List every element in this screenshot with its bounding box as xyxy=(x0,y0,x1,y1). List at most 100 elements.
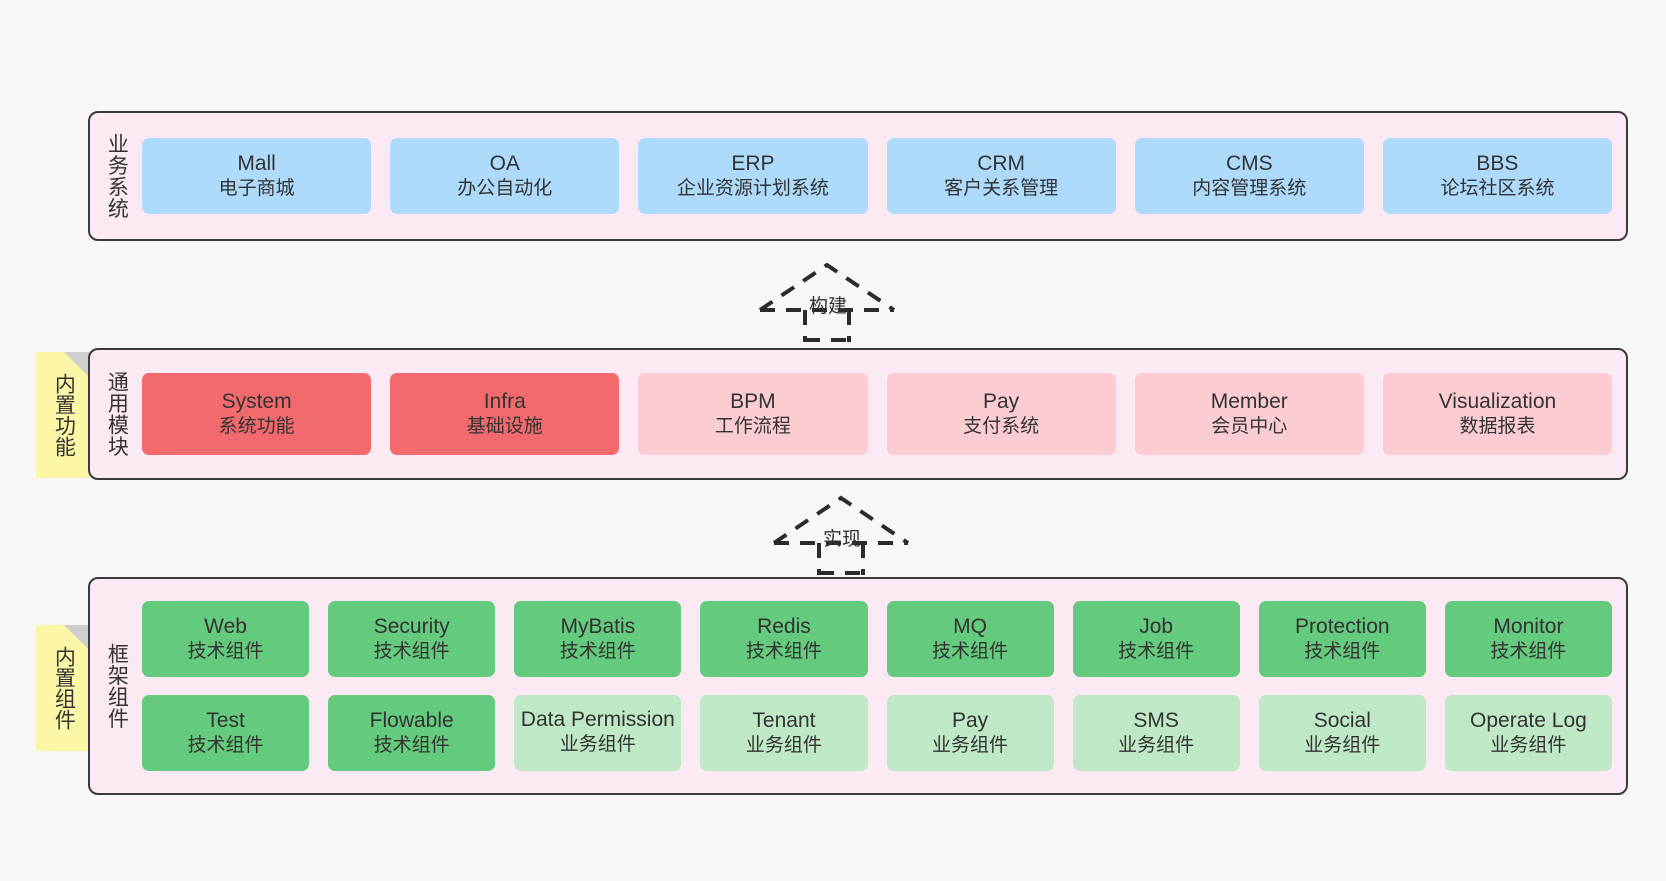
card-operate-log[interactable]: Operate Log 业务组件 xyxy=(1444,695,1612,771)
card-monitor-en: Monitor xyxy=(1493,615,1564,638)
card-cms[interactable]: CMS 内容管理系统 xyxy=(1134,138,1364,214)
note-fold-corner-icon xyxy=(64,352,90,378)
card-pay-module-en: Pay xyxy=(983,390,1020,413)
card-sms[interactable]: SMS 业务组件 xyxy=(1072,695,1240,771)
card-member-en: Member xyxy=(1210,390,1288,413)
card-oa-cn: 办公自动化 xyxy=(457,178,553,200)
card-infra-cn: 基础设施 xyxy=(466,416,543,438)
card-member-cn: 会员中心 xyxy=(1211,416,1288,438)
card-security-en: Security xyxy=(373,615,450,638)
connector-build-shape xyxy=(758,262,896,342)
card-monitor[interactable]: Monitor 技术组件 xyxy=(1444,601,1612,677)
connector-build-label: 构建 xyxy=(808,296,848,317)
card-erp-cn: 企业资源计划系统 xyxy=(676,178,829,200)
connector-implement-label: 实现 xyxy=(822,529,862,550)
layer-business-body: Mall 电子商城 OA 办公自动化 ERP 企业资源计划系统 CRM 客户关系… xyxy=(142,113,1626,239)
card-crm[interactable]: CRM 客户关系管理 xyxy=(886,138,1116,214)
layer-business-system: 业务系统 Mall 电子商城 OA 办公自动化 ERP 企业资源计划系统 CRM xyxy=(88,111,1628,241)
card-bbs[interactable]: BBS 论坛社区系统 xyxy=(1382,138,1613,214)
card-mall[interactable]: Mall 电子商城 xyxy=(142,138,372,214)
card-visualization[interactable]: Visualization 数据报表 xyxy=(1382,373,1613,455)
card-crm-en: CRM xyxy=(977,152,1026,175)
card-pay-module-cn: 支付系统 xyxy=(963,416,1040,438)
business-card-row: Mall 电子商城 OA 办公自动化 ERP 企业资源计划系统 CRM 客户关系… xyxy=(142,138,1613,214)
card-bbs-cn: 论坛社区系统 xyxy=(1440,178,1555,200)
note-builtin-function: 内置功能 xyxy=(36,352,90,478)
card-test[interactable]: Test 技术组件 xyxy=(142,695,310,771)
card-mybatis-en: MyBatis xyxy=(560,615,636,638)
note-builtin-component-label: 内置组件 xyxy=(52,646,76,730)
card-pay-module[interactable]: Pay 支付系统 xyxy=(886,373,1116,455)
card-mq-cn: 技术组件 xyxy=(932,641,1009,663)
card-flowable-en: Flowable xyxy=(369,709,454,732)
card-system-en: System xyxy=(221,390,292,413)
card-mq-en: MQ xyxy=(953,615,987,638)
connector-build-arrowhead xyxy=(758,262,896,312)
layer-framework-body: Web 技术组件 Security 技术组件 MyBatis 技术组件 Redi… xyxy=(142,579,1626,793)
card-protection-en: Protection xyxy=(1295,615,1390,638)
card-oa[interactable]: OA 办公自动化 xyxy=(390,138,620,214)
card-job-cn: 技术组件 xyxy=(1118,641,1195,663)
card-system[interactable]: System 系统功能 xyxy=(142,373,372,455)
connector-implement-stem xyxy=(817,543,865,575)
layer-common-module: 通用模块 System 系统功能 Infra 基础设施 BPM 工作流程 Pay xyxy=(88,348,1628,480)
card-social[interactable]: Social 业务组件 xyxy=(1258,695,1426,771)
card-mall-en: Mall xyxy=(237,152,276,175)
card-job[interactable]: Job 技术组件 xyxy=(1072,601,1240,677)
connector-implement-arrowhead xyxy=(772,495,910,545)
connector-implement: 实现 xyxy=(772,495,912,575)
card-bpm[interactable]: BPM 工作流程 xyxy=(638,373,868,455)
card-erp[interactable]: ERP 企业资源计划系统 xyxy=(638,138,868,214)
card-mq[interactable]: MQ 技术组件 xyxy=(886,601,1054,677)
card-mall-cn: 电子商城 xyxy=(218,178,295,200)
card-cms-en: CMS xyxy=(1225,152,1273,175)
card-pay-component[interactable]: Pay 业务组件 xyxy=(886,695,1054,771)
card-data-permission[interactable]: Data Permission 业务组件 xyxy=(514,695,682,771)
card-operate-log-cn: 业务组件 xyxy=(1490,735,1567,757)
card-security[interactable]: Security 技术组件 xyxy=(328,601,496,677)
card-data-permission-en: Data Permission xyxy=(520,708,675,732)
card-oa-en: OA xyxy=(489,152,520,175)
card-system-cn: 系统功能 xyxy=(218,416,295,438)
card-pay-component-cn: 业务组件 xyxy=(932,735,1009,757)
card-mybatis[interactable]: MyBatis 技术组件 xyxy=(514,601,682,677)
module-card-row: System 系统功能 Infra 基础设施 BPM 工作流程 Pay 支付系统… xyxy=(142,373,1613,455)
card-job-en: Job xyxy=(1139,615,1174,638)
card-test-cn: 技术组件 xyxy=(187,735,264,757)
card-protection[interactable]: Protection 技术组件 xyxy=(1258,601,1426,677)
card-tenant-cn: 业务组件 xyxy=(745,735,822,757)
card-infra[interactable]: Infra 基础设施 xyxy=(390,373,620,455)
card-infra-en: Infra xyxy=(483,390,526,413)
layer-framework-component-title: 框架组件 xyxy=(105,643,129,729)
card-web-cn: 技术组件 xyxy=(187,641,264,663)
card-social-cn: 业务组件 xyxy=(1304,735,1381,757)
card-security-cn: 技术组件 xyxy=(373,641,450,663)
note-fold-corner-icon xyxy=(64,625,90,651)
card-member[interactable]: Member 会员中心 xyxy=(1134,373,1364,455)
card-tenant-en: Tenant xyxy=(752,709,816,732)
framework-card-row-1: Web 技术组件 Security 技术组件 MyBatis 技术组件 Redi… xyxy=(142,601,1612,677)
card-tenant[interactable]: Tenant 业务组件 xyxy=(700,695,868,771)
card-bpm-en: BPM xyxy=(730,390,776,413)
card-bbs-en: BBS xyxy=(1476,152,1519,175)
note-builtin-component: 内置组件 xyxy=(36,625,90,751)
card-sms-en: SMS xyxy=(1133,709,1179,732)
card-monitor-cn: 技术组件 xyxy=(1490,641,1567,663)
connector-build-stem xyxy=(803,310,851,342)
card-operate-log-en: Operate Log xyxy=(1470,709,1587,732)
card-crm-cn: 客户关系管理 xyxy=(944,178,1059,200)
card-social-en: Social xyxy=(1313,709,1371,732)
layer-framework-component: 框架组件 Web 技术组件 Security 技术组件 MyBatis 技术组件… xyxy=(88,577,1628,795)
card-flowable-cn: 技术组件 xyxy=(373,735,450,757)
connector-build: 构建 xyxy=(758,262,898,342)
card-protection-cn: 技术组件 xyxy=(1304,641,1381,663)
card-redis-cn: 技术组件 xyxy=(745,641,822,663)
layer-common-module-body: System 系统功能 Infra 基础设施 BPM 工作流程 Pay 支付系统… xyxy=(142,350,1626,478)
card-bpm-cn: 工作流程 xyxy=(714,416,791,438)
card-redis[interactable]: Redis 技术组件 xyxy=(700,601,868,677)
card-erp-en: ERP xyxy=(731,152,775,175)
card-flowable[interactable]: Flowable 技术组件 xyxy=(328,695,496,771)
card-web[interactable]: Web 技术组件 xyxy=(142,601,310,677)
note-builtin-function-label: 内置功能 xyxy=(52,373,76,457)
